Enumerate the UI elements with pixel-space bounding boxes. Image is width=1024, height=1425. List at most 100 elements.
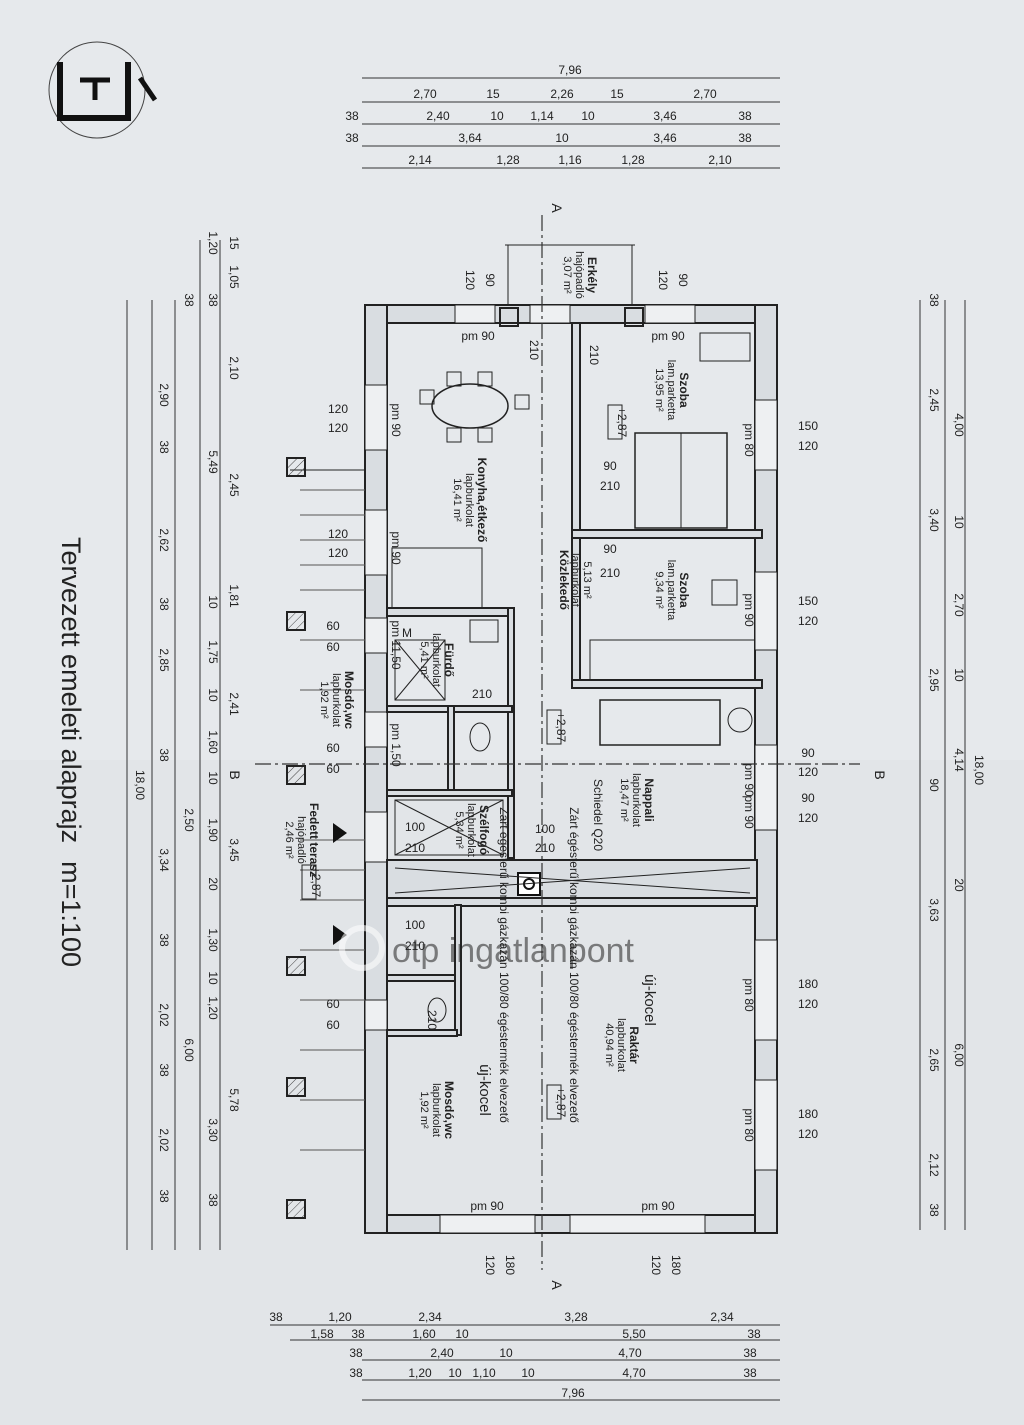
svg-text:180: 180 <box>669 1255 683 1275</box>
dim-left: 38 <box>157 933 171 947</box>
parapet-labels: pm 90 pm 90 pm 90 pm 80 pm 90 pm 90 pm 9… <box>389 329 756 1213</box>
dim-right: 4,00 <box>952 413 966 437</box>
dim-left: 3,34 <box>157 848 171 872</box>
dim-bottom: 38 <box>747 1327 761 1341</box>
dim-right: 2,65 <box>927 1048 941 1072</box>
svg-text:60: 60 <box>326 741 340 755</box>
svg-text:120: 120 <box>328 527 348 541</box>
dim-right: 6,00 <box>952 1043 966 1067</box>
svg-text:120: 120 <box>798 1127 818 1141</box>
dim-left: 1,05 <box>227 265 241 289</box>
svg-text:90: 90 <box>801 746 815 760</box>
dim-top: 2,10 <box>708 153 732 167</box>
svg-text:lapburkolat: lapburkolat <box>465 803 477 857</box>
watermark-text: otp ingatlanpont <box>392 932 635 970</box>
dim-bottom-total: 7,96 <box>561 1386 585 1400</box>
svg-text:90: 90 <box>801 791 815 805</box>
dim-left: 2,62 <box>157 528 171 552</box>
left-dimension-chain: 15 1,05 2,10 2,45 1,81 2,41 3,45 5,78 1,… <box>126 231 241 1250</box>
dim-top: 1,14 <box>530 109 554 123</box>
dim-left: 38 <box>157 1063 171 1077</box>
dim-left: 2,02 <box>157 1128 171 1152</box>
dim-left: 2,90 <box>157 383 171 407</box>
dim-left: 10 <box>206 771 220 785</box>
svg-text:210: 210 <box>425 1010 439 1030</box>
svg-text:1,92 m²: 1,92 m² <box>318 681 330 719</box>
svg-text:lam.parketta: lam.parketta <box>665 360 677 421</box>
furniture <box>391 332 756 1023</box>
room-mosdo-2: Mosdó,wc lapburkolat 1,92 m² <box>418 1081 456 1139</box>
dim-left: 2,10 <box>227 356 241 380</box>
svg-text:hajópadló: hajópadló <box>573 251 585 299</box>
svg-text:120: 120 <box>463 270 477 290</box>
svg-text:150: 150 <box>798 594 818 608</box>
svg-text:pm 80: pm 80 <box>742 1108 756 1142</box>
dim-top: 2,40 <box>426 109 450 123</box>
dim-left: 2,41 <box>227 692 241 716</box>
svg-text:120: 120 <box>656 270 670 290</box>
svg-text:lapburkolat: lapburkolat <box>615 1018 627 1072</box>
svg-text:150: 150 <box>798 419 818 433</box>
svg-text:pm 80: pm 80 <box>742 978 756 1012</box>
svg-text:hajópadló: hajópadló <box>295 816 307 864</box>
svg-text:lapburkolat: lapburkolat <box>430 633 442 687</box>
svg-text:+2,87: +2,87 <box>554 712 568 743</box>
dim-right: 2,95 <box>927 668 941 692</box>
svg-text:120: 120 <box>798 997 818 1011</box>
svg-text:Közlekedő: Közlekedő <box>557 550 571 610</box>
svg-text:pm 90: pm 90 <box>651 329 685 343</box>
svg-text:M: M <box>402 626 412 640</box>
dim-top: 1,28 <box>496 153 520 167</box>
section-lines: A A B B <box>227 203 888 1290</box>
svg-text:pm 90: pm 90 <box>470 1199 504 1213</box>
dim-bottom: 4,70 <box>622 1366 646 1380</box>
dim-right: 90 <box>927 778 941 792</box>
svg-text:60: 60 <box>326 619 340 633</box>
svg-text:2,46 m²: 2,46 m² <box>283 821 295 859</box>
svg-text:90: 90 <box>603 542 617 556</box>
svg-text:120: 120 <box>328 421 348 435</box>
svg-text:Raktár: Raktár <box>627 1026 641 1064</box>
svg-text:Szoba: Szoba <box>677 372 691 408</box>
dim-left: 2,50 <box>182 808 196 832</box>
dim-left: 1,90 <box>206 818 220 842</box>
dim-bottom: 38 <box>743 1346 757 1360</box>
interior-walls <box>386 322 763 1037</box>
svg-text:pm 1,50: pm 1,50 <box>389 723 403 767</box>
dim-top: 15 <box>610 87 624 101</box>
svg-text:Zárt égésterű kombi gázkazán 1: Zárt égésterű kombi gázkazán 100/80 égés… <box>497 807 511 1123</box>
svg-text:pm 90: pm 90 <box>742 763 756 797</box>
svg-text:3,07 m²: 3,07 m² <box>561 256 573 294</box>
svg-text:120: 120 <box>798 614 818 628</box>
dim-right: 10 <box>952 668 966 682</box>
room-szelfogo: Szélfogó lapburkolat 5,34 m² <box>453 803 491 857</box>
dim-right: 2,45 <box>927 388 941 412</box>
section-mark-a-top: A <box>549 203 565 213</box>
dim-top: 38 <box>345 131 359 145</box>
svg-text:120: 120 <box>798 439 818 453</box>
svg-text:pm 90: pm 90 <box>742 593 756 627</box>
dim-right: 2,70 <box>952 593 966 617</box>
dim-top: 2,70 <box>693 87 717 101</box>
balcony <box>499 244 644 327</box>
covered-terrace <box>286 457 365 1219</box>
dim-right: 3,40 <box>927 508 941 532</box>
dim-left: 38 <box>157 440 171 454</box>
svg-text:pm 90: pm 90 <box>641 1199 675 1213</box>
dim-top: 2,14 <box>408 153 432 167</box>
level-markers: +2,87 +2,87 +2,87 +2,87 <box>301 404 629 1120</box>
dim-bottom: 5,50 <box>622 1327 646 1341</box>
dim-left: 5,49 <box>206 450 220 474</box>
dim-right: 3,63 <box>927 898 941 922</box>
svg-text:210: 210 <box>472 687 492 701</box>
room-erkely: Erkély hajópadló 3,07 m² <box>561 251 599 299</box>
dim-left: 5,78 <box>227 1088 241 1112</box>
section-mark-b-left: B <box>227 770 243 779</box>
outer-walls <box>364 304 778 1234</box>
svg-text:+2,87: +2,87 <box>309 867 323 898</box>
svg-text:210: 210 <box>405 939 425 953</box>
svg-text:16,41 m²: 16,41 m² <box>451 478 463 522</box>
dim-left: 10 <box>206 971 220 985</box>
svg-text:9,34 m²: 9,34 m² <box>653 571 665 609</box>
